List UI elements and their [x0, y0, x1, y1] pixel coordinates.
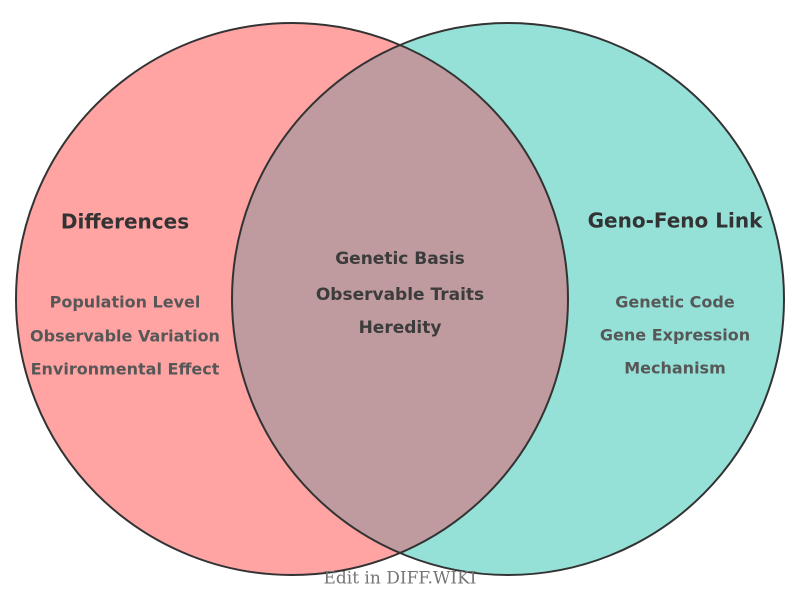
left-circle-title: Differences — [61, 210, 189, 234]
right-item-gene-expression: Gene Expression — [600, 326, 750, 345]
edit-caption-link[interactable]: Edit in DIFF.WIKI — [323, 569, 476, 589]
left-item-environmental-effect: Environmental Effect — [31, 360, 220, 379]
intersection-item-genetic-basis: Genetic Basis — [335, 249, 465, 269]
intersection-item-heredity: Heredity — [359, 318, 442, 338]
right-circle-title: Geno-Feno Link — [588, 209, 763, 233]
left-item-population-level: Population Level — [50, 293, 201, 312]
right-circle-outline — [231, 22, 785, 576]
left-item-observable-variation: Observable Variation — [30, 327, 220, 346]
overlap-region — [232, 23, 568, 575]
left-circle-outline — [15, 22, 569, 576]
intersection-item-observable-traits: Observable Traits — [316, 285, 484, 305]
right-item-mechanism: Mechanism — [624, 359, 726, 378]
right-item-genetic-code: Genetic Code — [615, 293, 735, 312]
circle-outlines — [15, 22, 785, 576]
